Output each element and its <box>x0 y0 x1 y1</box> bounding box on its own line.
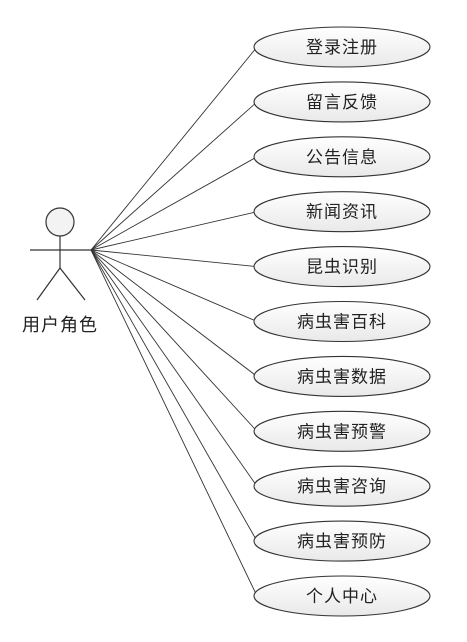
use-case-ellipse <box>253 465 431 507</box>
use-case-label: 病虫害预警 <box>297 422 387 442</box>
use-case-ellipse <box>253 410 431 452</box>
use-case-ellipse <box>253 575 431 617</box>
actor-label: 用户角色 <box>22 315 98 336</box>
use-case-label: 新闻资讯 <box>306 203 378 223</box>
use-case-ellipse <box>253 355 431 397</box>
use-case: 个人中心 <box>253 575 431 617</box>
association-line <box>90 249 258 542</box>
use-case-ellipse <box>253 81 431 123</box>
use-case: 病虫害预防 <box>253 520 431 562</box>
use-case-label: 公告信息 <box>306 148 378 168</box>
use-case-label: 病虫害咨询 <box>297 477 387 497</box>
association-lines <box>90 46 258 597</box>
use-case-label: 昆虫识别 <box>306 258 378 278</box>
use-case-ellipse <box>253 246 431 288</box>
use-case: 病虫害预警 <box>253 410 431 452</box>
use-case: 病虫害百科 <box>253 300 431 343</box>
use-case-ellipse <box>253 26 431 68</box>
actor-right-leg <box>59 267 86 301</box>
use-case-label: 个人中心 <box>306 587 378 607</box>
use-case: 登录注册 <box>253 26 431 68</box>
use-case-label: 登录注册 <box>306 38 378 58</box>
use-case: 新闻资讯 <box>253 191 431 233</box>
association-line <box>90 156 258 251</box>
actor-head <box>45 207 75 237</box>
use-case: 病虫害咨询 <box>253 465 431 507</box>
association-line <box>90 249 258 377</box>
use-case: 昆虫识别 <box>253 246 431 288</box>
actor: 用户角色 <box>22 207 98 336</box>
use-case: 留言反馈 <box>253 81 431 123</box>
association-line <box>90 249 258 322</box>
use-case-label: 留言反馈 <box>306 93 378 113</box>
use-case-ellipse <box>253 136 431 178</box>
actor-left-leg <box>36 267 61 301</box>
association-line <box>90 249 258 268</box>
use-case: 病虫害数据 <box>253 355 431 397</box>
use-case-label: 病虫害预防 <box>297 532 387 552</box>
use-case-ellipse <box>253 520 431 562</box>
association-line <box>90 249 258 487</box>
use-case-label: 病虫害百科 <box>297 313 387 333</box>
association-line <box>90 249 258 432</box>
use-case: 公告信息 <box>253 136 431 178</box>
use-case-ellipse <box>253 300 431 343</box>
association-line <box>90 46 258 251</box>
association-line <box>90 101 258 251</box>
use-case-ellipse <box>253 191 431 233</box>
association-line <box>90 211 258 251</box>
use-case-label: 病虫害数据 <box>297 367 387 387</box>
association-line <box>90 249 258 597</box>
use-case-list: 登录注册留言反馈公告信息新闻资讯昆虫识别病虫害百科病虫害数据病虫害预警病虫害咨询… <box>253 26 431 617</box>
